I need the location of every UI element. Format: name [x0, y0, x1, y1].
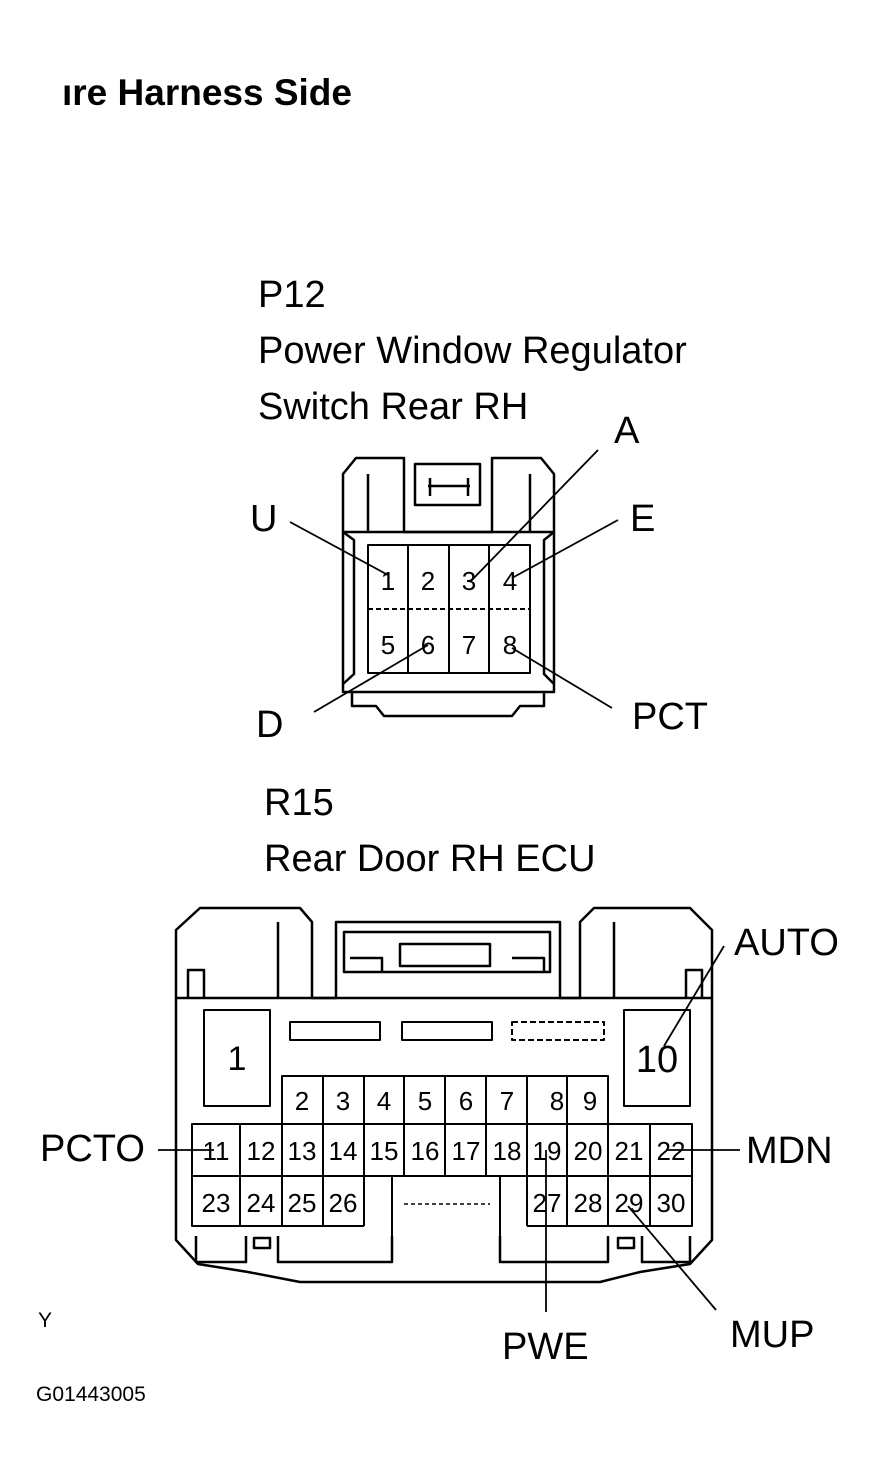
r15-connector-id: R15 [264, 782, 334, 824]
r15-label-mup: MUP [730, 1314, 815, 1356]
p12-pin: 6 [421, 630, 435, 660]
p12-label-pct: PCT [632, 696, 708, 738]
p12-pin: 7 [462, 630, 476, 660]
p12-pin-numbers: 1 2 3 4 5 6 7 8 [381, 566, 517, 660]
p12-label-d: D [256, 704, 284, 746]
p12-pin: 3 [462, 566, 476, 596]
r15-pin: 5 [418, 1086, 432, 1116]
r15-pin: 27 [533, 1188, 562, 1218]
r15-pin: 4 [377, 1086, 391, 1116]
p12-connector-id: P12 [258, 274, 326, 316]
r15-pin: 16 [411, 1136, 440, 1166]
r15-pin: 2 [295, 1086, 309, 1116]
r15-label-pwe: PWE [502, 1326, 589, 1368]
r15-connector-name: Rear Door RH ECU [264, 838, 596, 880]
p12-leader-lines [289, 449, 619, 713]
r15-pin: 18 [493, 1136, 522, 1166]
p12-connector-name-line1: Power Window Regulator [258, 330, 687, 372]
r15-pin-big-right: 10 [636, 1039, 678, 1081]
p12-pin: 8 [503, 630, 517, 660]
figure-code: G01443005 [36, 1383, 146, 1406]
p12-pin-grid [367, 544, 531, 674]
r15-pin: 3 [336, 1086, 350, 1116]
r15-label-auto: AUTO [734, 922, 839, 964]
p12-connector-housing [341, 456, 556, 718]
p12-label-u: U [250, 498, 278, 540]
r15-pin: 20 [574, 1136, 603, 1166]
p12-connector-name-line2: Switch Rear RH [258, 386, 529, 428]
r15-connector-housing [174, 906, 714, 1284]
r15-pin: 30 [657, 1188, 686, 1218]
r15-pin: 8 [550, 1086, 564, 1116]
r15-pin: 29 [615, 1188, 644, 1218]
r15-pin-numbers: 1 10 2 3 4 5 6 7 8 9 11 12 13 14 15 16 1… [202, 1039, 686, 1218]
r15-pin: 21 [615, 1136, 644, 1166]
r15-pin: 19 [533, 1136, 562, 1166]
r15-pin: 15 [370, 1136, 399, 1166]
r15-pin: 12 [247, 1136, 276, 1166]
r15-pin: 28 [574, 1188, 603, 1218]
p12-label-e: E [630, 498, 656, 540]
r15-pin: 13 [288, 1136, 317, 1166]
p12-pin: 1 [381, 566, 395, 596]
r15-label-mdn: MDN [746, 1130, 833, 1172]
r15-pin: 11 [203, 1136, 230, 1166]
r15-pin-big-left: 1 [228, 1040, 247, 1078]
p12-pin: 5 [381, 630, 395, 660]
p12-pin: 4 [503, 566, 517, 596]
r15-pin: 17 [452, 1136, 481, 1166]
p12-pin: 2 [421, 566, 435, 596]
r15-pin: 23 [202, 1188, 231, 1218]
footer-mark: Y [38, 1309, 53, 1332]
page-title: ıre Harness Side [62, 72, 352, 113]
r15-pin: 26 [329, 1188, 358, 1218]
p12-label-a: A [614, 410, 640, 452]
r15-leader-lines [158, 945, 740, 1312]
r15-pin: 24 [247, 1188, 276, 1218]
r15-pin: 22 [657, 1136, 686, 1166]
r15-pin: 9 [583, 1086, 597, 1116]
r15-pin: 7 [500, 1086, 514, 1116]
r15-pin: 6 [459, 1086, 473, 1116]
r15-pin: 25 [288, 1188, 317, 1218]
r15-pin: 14 [329, 1136, 358, 1166]
r15-label-pcto: PCTO [40, 1128, 145, 1170]
